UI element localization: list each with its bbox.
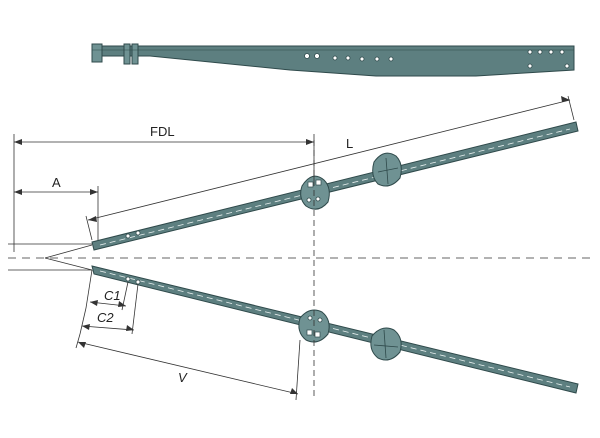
lower-beam [91,265,579,394]
upper-beam [91,121,579,251]
label-l: L [346,136,353,151]
label-fdl: FDL [150,124,175,139]
dimension-v: V [75,333,301,401]
label-c2: C2 [97,310,114,325]
label-a: A [52,175,61,190]
lower-clamp-2 [370,327,402,361]
clamp-bolt-2 [131,43,139,65]
dimension-fdl: FDL [13,124,315,252]
end-clamp-left [91,43,103,63]
upper-clamp-1 [300,175,330,210]
label-v: V [178,370,188,385]
dimension-c1: C1 [85,269,129,311]
dimension-a: A [14,175,99,240]
side-view-beam [91,43,575,77]
label-c1: C1 [104,288,121,303]
clamp-bolt-1 [123,43,131,65]
upper-clamp-2 [372,152,402,187]
dimension-l: L [85,95,575,241]
dimension-c2: C2 [79,283,139,335]
